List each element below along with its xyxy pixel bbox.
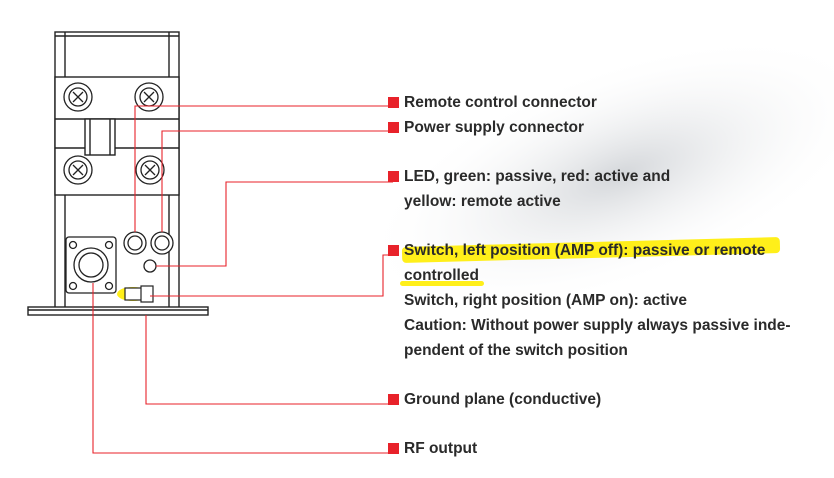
highlight-switch-line2	[400, 281, 484, 286]
callout-text: yellow: remote active	[404, 193, 561, 210]
callout-text: Caution: Without power supply always pas…	[404, 317, 791, 334]
callout-switch: Switch, left position (AMP off): passive…	[404, 238, 791, 363]
rf-connector	[65, 236, 117, 294]
base-flange	[27, 306, 209, 316]
callout-led: LED, green: passive, red: active and yel…	[404, 164, 670, 214]
marker-led	[388, 171, 399, 182]
callout-text: pendent of the switch position	[404, 342, 628, 359]
callout-text: Ground plane (conductive)	[404, 391, 602, 408]
callout-ground-plane: Ground plane (conductive)	[404, 387, 601, 412]
callout-text: LED, green: passive, red: active and	[404, 168, 671, 185]
marker-ground	[388, 394, 399, 405]
callout-text: Switch, left position (AMP off): passive…	[404, 242, 766, 259]
marker-rf	[388, 443, 399, 454]
callout-text: Switch, right position (AMP on): active	[404, 292, 688, 309]
callout-text: Remote control connector	[404, 94, 597, 111]
screws	[63, 82, 165, 185]
callout-rf-output: RF output	[404, 436, 477, 461]
callout-text: RF output	[404, 440, 478, 457]
callout-remote-control-connector: Remote control connector	[404, 90, 597, 115]
marker-power	[388, 122, 399, 133]
switch	[117, 285, 154, 303]
callout-text: Power supply connector	[404, 119, 585, 136]
callout-power-supply-connector: Power supply connector	[404, 115, 584, 140]
marker-switch	[388, 245, 399, 256]
marker-remote	[388, 97, 399, 108]
callout-text: controlled	[404, 267, 479, 284]
small-connectors	[123, 231, 174, 273]
